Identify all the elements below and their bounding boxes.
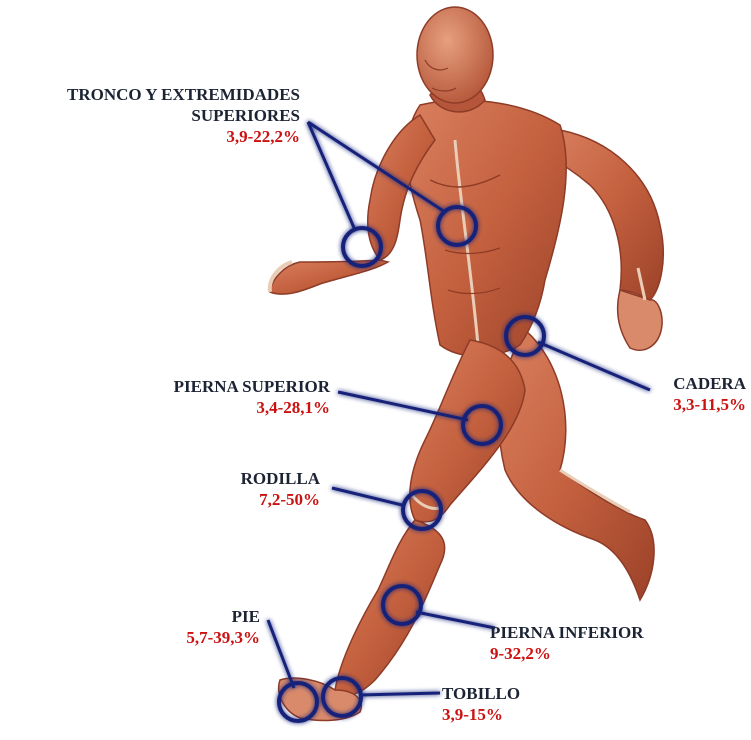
- ankle-percent: 3,9-15%: [442, 704, 562, 725]
- knee-label-name: RODILLA: [180, 468, 320, 489]
- foot-line: [268, 620, 294, 688]
- lower-leg-percent: 9-32,2%: [490, 643, 690, 664]
- foot-percent: 5,7-39,3%: [150, 627, 260, 648]
- knee-line: [332, 488, 402, 505]
- trunk-percent: 3,9-22,2%: [8, 126, 300, 147]
- upper-leg-percent: 3,4-28,1%: [120, 397, 330, 418]
- ankle-line: [360, 693, 440, 695]
- lower-leg-line: [416, 612, 495, 628]
- lower-leg-label: PIERNA INFERIOR 9-32,2%: [490, 622, 690, 664]
- hip-label-name: CADERA: [620, 373, 746, 394]
- trunk-label-line1: TRONCO Y EXTREMIDADES: [8, 84, 300, 105]
- trunk-label: TRONCO Y EXTREMIDADES SUPERIORES 3,9-22,…: [8, 84, 300, 147]
- upper-leg-label: PIERNA SUPERIOR 3,4-28,1%: [120, 376, 330, 418]
- trunk-label-line2: SUPERIORES: [8, 105, 300, 126]
- hip-percent: 3,3-11,5%: [620, 394, 746, 415]
- knee-percent: 7,2-50%: [180, 489, 320, 510]
- knee-label: RODILLA 7,2-50%: [180, 468, 320, 510]
- ankle-label: TOBILLO 3,9-15%: [442, 683, 562, 725]
- upper-leg-label-name: PIERNA SUPERIOR: [120, 376, 330, 397]
- foot-label: PIE 5,7-39,3%: [150, 606, 260, 648]
- ankle-label-name: TOBILLO: [442, 683, 562, 704]
- back-leg: [499, 330, 654, 600]
- foot-label-name: PIE: [150, 606, 260, 627]
- head: [417, 7, 493, 112]
- hip-label: CADERA 3,3-11,5%: [620, 373, 746, 415]
- lower-leg-label-name: PIERNA INFERIOR: [490, 622, 690, 643]
